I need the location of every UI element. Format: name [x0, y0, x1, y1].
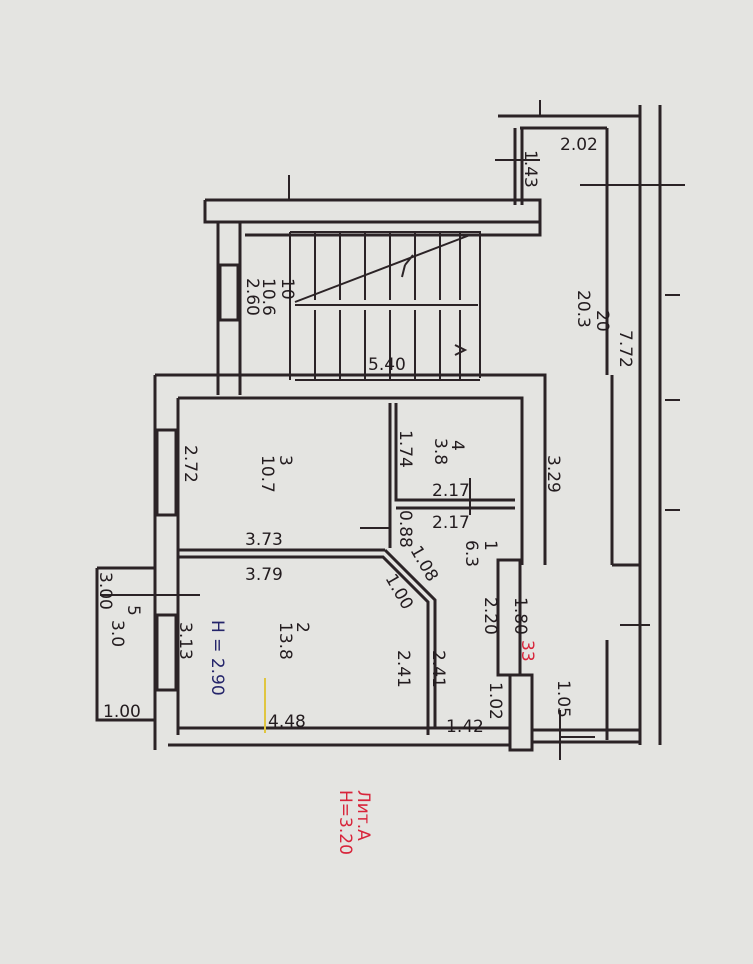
- room-1-dim-b: 1.08: [406, 543, 442, 586]
- room-4-length: 2.17: [432, 481, 470, 501]
- balcony-walls: [95, 566, 155, 722]
- room-2-partition: [178, 548, 437, 735]
- room-4-width: 1.74: [395, 430, 415, 468]
- stair-width: 2.60: [242, 278, 262, 316]
- balcony-width: 1.00: [103, 702, 141, 722]
- room-1-length: 2.17: [432, 513, 470, 533]
- stamp-line-2: H=3.20: [335, 790, 355, 855]
- corridor-room-no: 20: [592, 310, 612, 332]
- room-3-area: 10.7: [257, 455, 277, 493]
- entrance-dim-d: 1.42: [446, 717, 484, 737]
- corridor-area: 20.3: [573, 290, 593, 328]
- corridor-niche: 1.43: [520, 150, 540, 188]
- room-2-height: H = 2.90: [207, 620, 227, 696]
- window-room-2: [155, 613, 178, 692]
- room-2-width: 3.13: [175, 622, 195, 660]
- stair-top-wall: [203, 198, 542, 237]
- room-2-bottom-length: 4.48: [268, 712, 306, 732]
- room-3-length: 3.73: [245, 530, 283, 550]
- stair-left-wall: [216, 222, 242, 395]
- stair-length: 5.40: [368, 355, 406, 375]
- room-1-outer-length: 3.29: [543, 455, 563, 493]
- corridor-outer-wall: [605, 105, 662, 745]
- corridor-length: 7.72: [615, 330, 635, 368]
- balcony-area: 3.0: [107, 620, 127, 647]
- entrance-dim-b: 1.80: [510, 597, 530, 635]
- room-2-area: 13.8: [275, 622, 295, 660]
- entrance-mark: 33: [517, 640, 537, 662]
- dimension-ticks: [100, 100, 685, 760]
- block-top-wall: [155, 373, 547, 565]
- stair-arrow-icon: [294, 234, 471, 356]
- left-outer-wall: [153, 375, 180, 750]
- stair-window: [218, 263, 240, 322]
- entrance-jamb: [508, 673, 534, 752]
- highlighter-mark: [264, 678, 266, 733]
- stairs: [289, 231, 481, 381]
- room-2-right-b: 2.41: [428, 650, 448, 688]
- stair-area: 10.6: [258, 278, 278, 316]
- room-2-no: 2: [292, 622, 312, 633]
- corridor-width: 2.02: [560, 135, 598, 155]
- room-4-no: 4: [447, 440, 467, 451]
- room-4-walls: [388, 403, 515, 548]
- stair-room-no: 10: [277, 278, 297, 300]
- balcony-no: 5: [123, 605, 143, 616]
- room-1-area: 6.3: [461, 540, 481, 567]
- room-3-width: 2.72: [180, 445, 200, 483]
- room-2-right-a: 2.41: [393, 650, 413, 688]
- balcony-length: 3.00: [95, 572, 115, 610]
- stamp-line-1: Лит.А: [353, 790, 373, 841]
- bottom-wall: [168, 726, 530, 747]
- corridor-top-wall: [498, 114, 640, 205]
- room-3-no: 3: [275, 455, 295, 466]
- entrance-dim-e: 1.05: [553, 680, 573, 718]
- entrance-dim-a: 2.20: [480, 597, 500, 635]
- window-room-3: [155, 428, 178, 517]
- room-4-area: 3.8: [430, 438, 450, 465]
- room-2-top-length: 3.79: [245, 565, 283, 585]
- entrance-dim-c: 1.02: [485, 682, 505, 720]
- room-1-no: 1: [480, 540, 500, 551]
- walls: [95, 105, 662, 752]
- room-1-dim-a: 0.88: [395, 510, 415, 548]
- entrance-threshold: [532, 728, 640, 744]
